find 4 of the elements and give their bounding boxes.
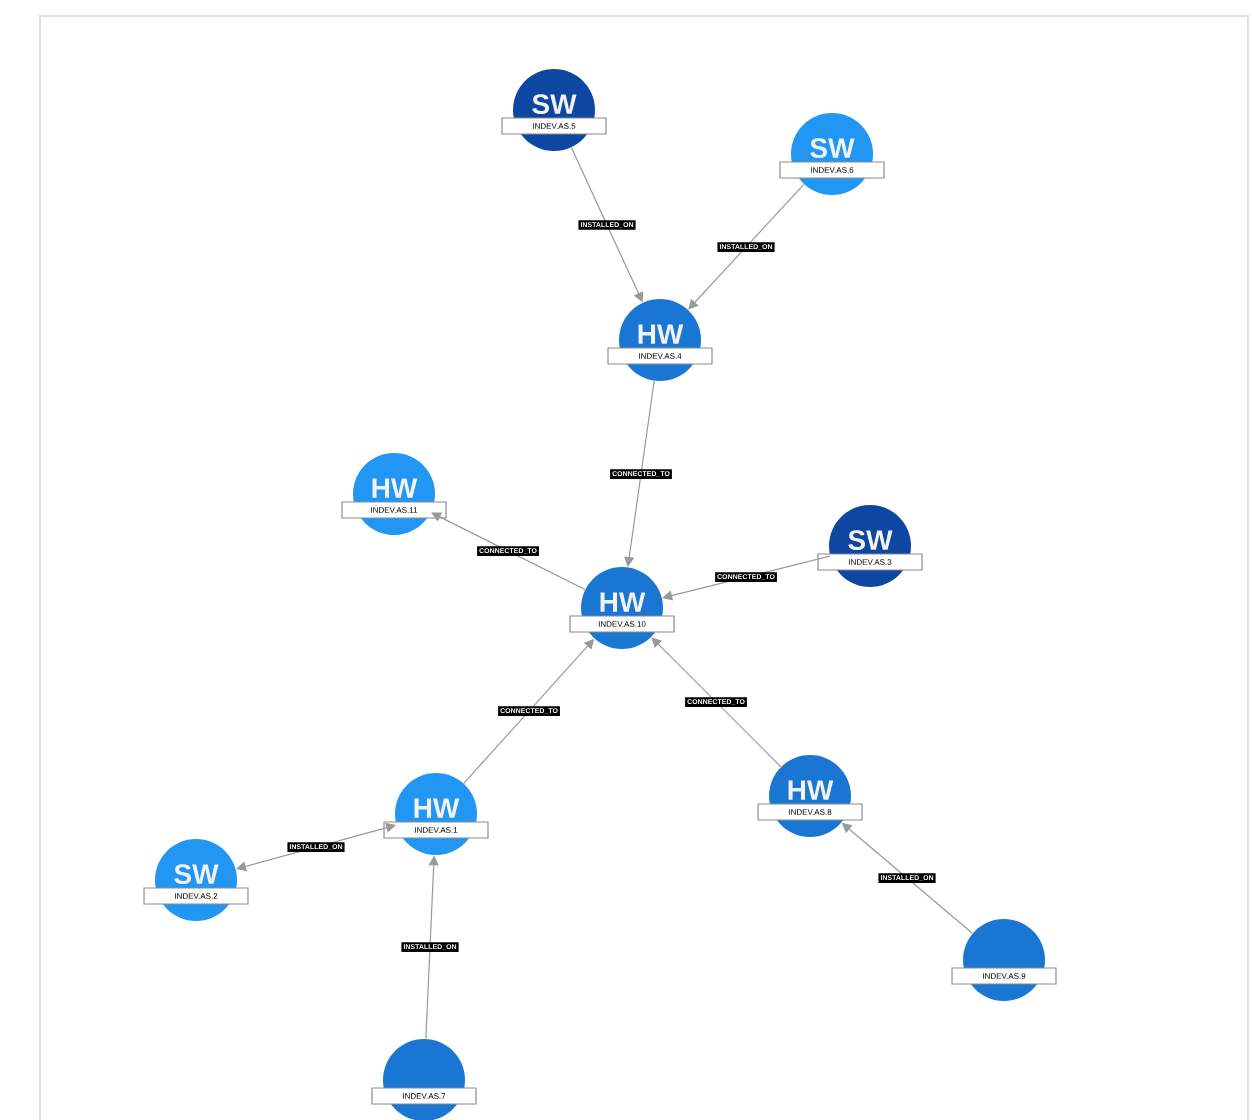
arrow xyxy=(624,380,655,567)
arrow xyxy=(651,637,782,768)
arrow xyxy=(688,183,805,310)
arrow xyxy=(431,512,586,591)
